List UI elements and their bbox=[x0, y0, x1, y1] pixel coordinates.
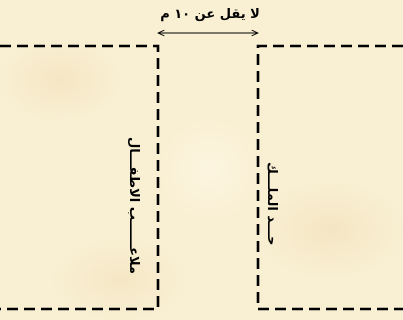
left-area-boundary bbox=[0, 44, 160, 311]
right-area-boundary bbox=[256, 44, 403, 311]
right-area-label: حـــد الملـــك bbox=[264, 162, 279, 246]
gap-distance-label: لا يقل عن ١٠ م bbox=[160, 7, 260, 22]
left-area-label: ملاعــــــب الاطفـــال bbox=[126, 137, 141, 274]
